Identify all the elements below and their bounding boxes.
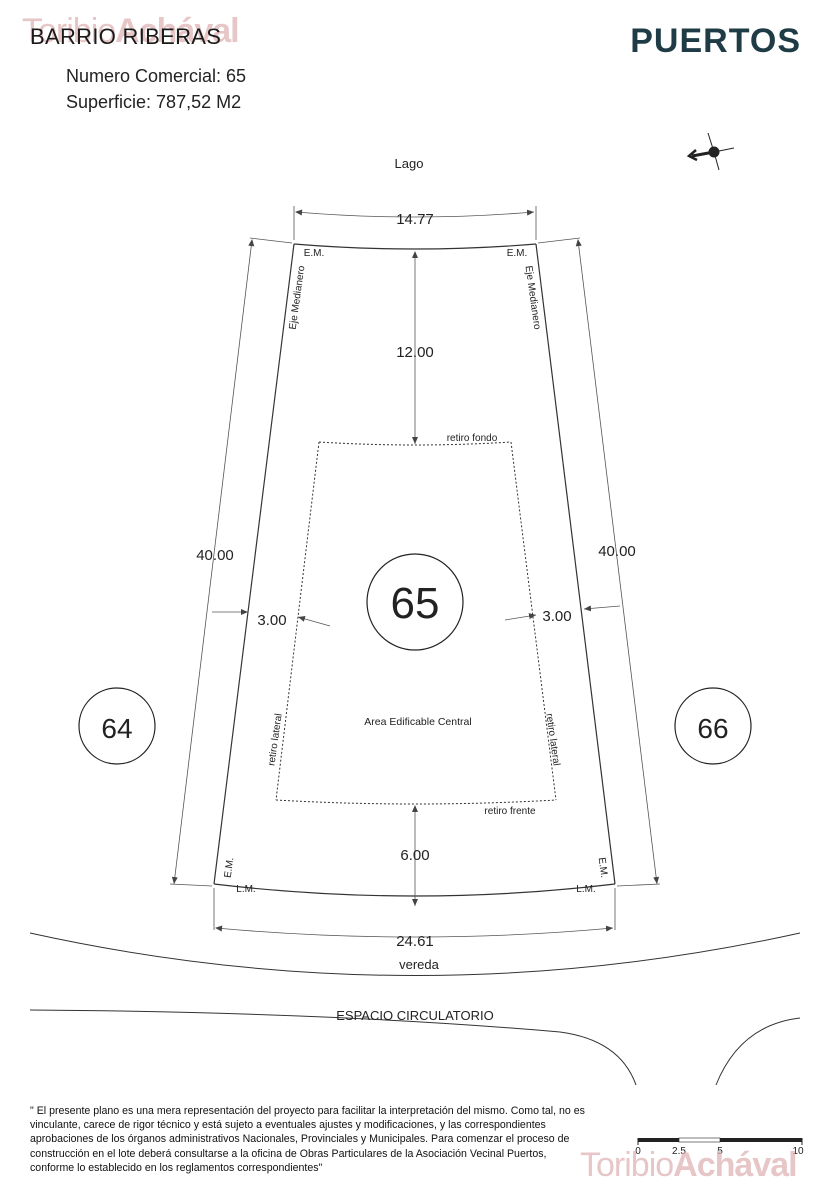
watermark-part1: Toribio — [22, 12, 116, 50]
lm-label-left: L.M. — [236, 884, 255, 895]
top-dim-line — [295, 209, 535, 218]
retiro-lateral-right: retiro lateral — [543, 713, 561, 767]
puertos-logo: PUERTOS — [630, 22, 801, 60]
left-dim-line — [171, 239, 255, 885]
right-dim-ext-top — [537, 237, 581, 244]
watermark-top: ToribioAchával — [22, 12, 240, 51]
watermark-part1-bottom: Toribio — [580, 1146, 674, 1184]
em-label-top-right: E.M. — [507, 248, 528, 259]
scale-tick-2-5: 2.5 — [672, 1146, 686, 1157]
watermark-bottom: ToribioAchával — [580, 1146, 798, 1185]
neighbor-64: 64 — [101, 713, 132, 744]
vereda-label: vereda — [399, 957, 440, 972]
neighbor-64-circle — [78, 687, 156, 765]
disclaimer-text: " El presente plano es una mera represen… — [30, 1105, 585, 1174]
scale-bar — [637, 1137, 803, 1145]
numero-comercial: Numero Comercial: 65 — [66, 66, 247, 86]
em-label-bottom-left: E.M. — [223, 857, 237, 879]
neighbor-66-circle — [674, 687, 752, 765]
scale-tick-10: 10 — [792, 1146, 804, 1157]
neighbor-66: 66 — [697, 713, 728, 744]
retiro-frente-label: retiro frente — [484, 806, 536, 817]
left-dim-ext-top — [249, 237, 293, 244]
lot-number: 65 — [391, 579, 440, 628]
compass-icon — [686, 132, 735, 171]
right-setback-arrow-out — [583, 605, 621, 612]
em-label-bottom-right: E.M. — [596, 857, 610, 879]
bottom-width-label: 24.61 — [396, 933, 434, 950]
lot-right-line — [535, 243, 616, 885]
buildable-area — [275, 441, 557, 805]
top-width-label: 14.77 — [396, 211, 434, 228]
superficie: Superficie: 787,52 M2 — [66, 92, 242, 112]
lago-label: Lago — [395, 156, 424, 171]
right-length-label: 40.00 — [598, 543, 636, 560]
front-setback-label: 6.00 — [400, 847, 429, 864]
page-title: BARRIO RIBERAS — [30, 24, 222, 49]
watermark-part2-bottom: Achával — [673, 1146, 797, 1184]
scale-tick-5: 5 — [717, 1146, 723, 1157]
right-dim-line — [575, 239, 660, 885]
back-setback-label: 12.00 — [396, 344, 434, 361]
left-setback-label: 3.00 — [257, 612, 286, 629]
retiro-fondo-label: retiro fondo — [447, 433, 498, 444]
right-setback-arrow-in — [504, 613, 537, 621]
lm-label-right: L.M. — [576, 884, 595, 895]
em-label-top-left: E.M. — [304, 248, 325, 259]
lot-left-line — [213, 243, 295, 885]
road-line-left — [29, 1009, 637, 1086]
lot-back-line — [293, 243, 537, 250]
scale-tick-0: 0 — [635, 1146, 641, 1157]
right-dim-ext-bottom — [616, 883, 661, 887]
left-length-label: 40.00 — [196, 547, 234, 564]
road-line-right — [715, 1017, 801, 1086]
left-dim-ext-bottom — [169, 883, 213, 887]
bottom-dim-line — [215, 925, 614, 938]
watermark-part2: Achával — [115, 12, 239, 50]
right-setback-label: 3.00 — [542, 608, 571, 625]
vereda-line-upper — [29, 932, 801, 976]
lot-number-circle — [366, 553, 464, 651]
lot-front-line — [213, 883, 616, 897]
retiro-lateral-left: retiro lateral — [266, 713, 284, 767]
left-setback-arrow-in — [297, 616, 331, 627]
area-edificable-label: Area Edificable Central — [364, 716, 471, 728]
espacio-circulatorio-label: ESPACIO CIRCULATORIO — [336, 1008, 493, 1023]
